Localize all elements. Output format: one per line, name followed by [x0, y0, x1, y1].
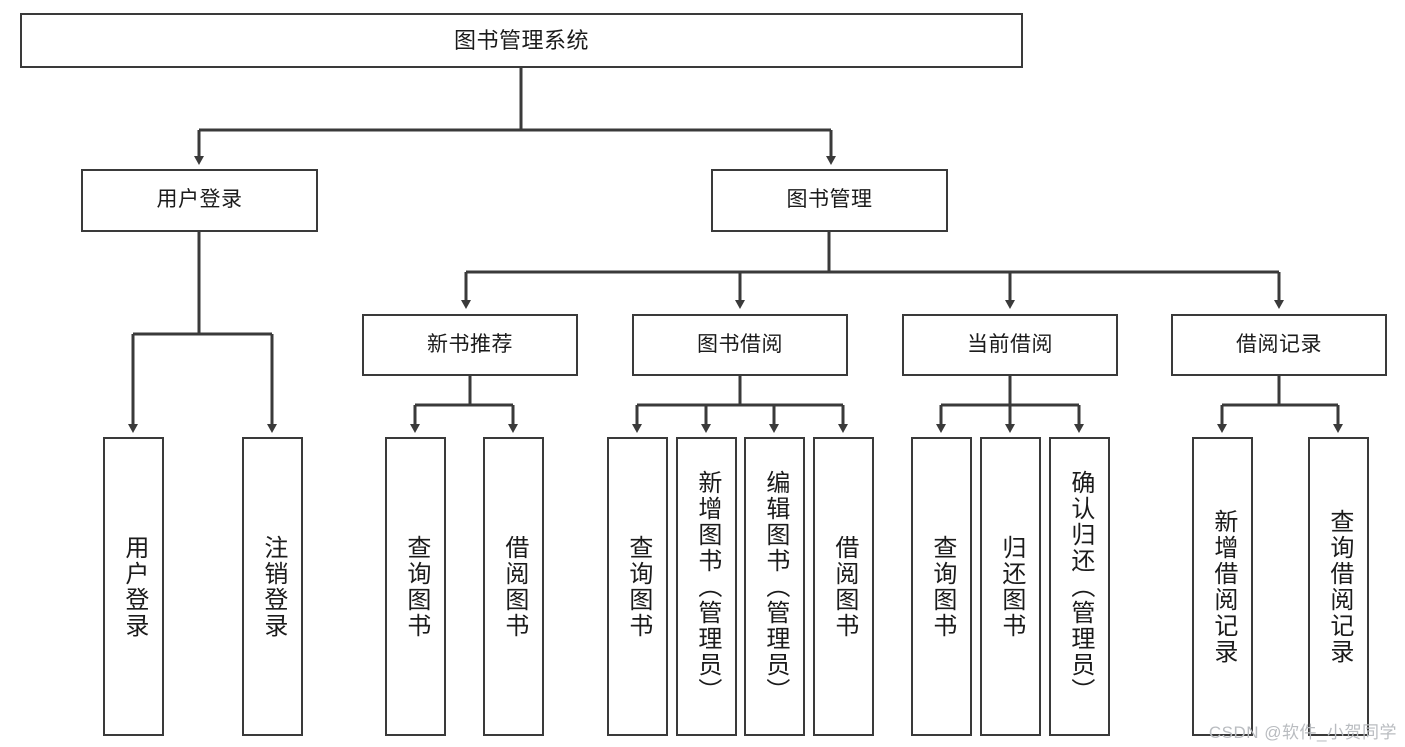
leaf-current-return-book[interactable]: 归还图书 — [980, 437, 1041, 736]
leaf-record-add-record[interactable]: 新增借阅记录 — [1192, 437, 1253, 736]
node-label: 图书借阅 — [697, 332, 783, 356]
node-label: 新书推荐 — [427, 332, 513, 356]
node-label: 注销登录 — [259, 534, 287, 639]
node-label: 当前借阅 — [967, 332, 1053, 356]
node-label: 新增图书（管理员） — [693, 469, 721, 704]
node-label: 图书管理系统 — [453, 27, 589, 53]
node-label: 查询图书 — [624, 534, 652, 639]
leaf-user-login[interactable]: 用户登录 — [103, 437, 164, 736]
node-label: 图书管理 — [786, 188, 873, 212]
leaf-borrow-add-book-admin[interactable]: 新增图书（管理员） — [676, 437, 737, 736]
leaf-recommend-borrow-book[interactable]: 借阅图书 — [483, 437, 544, 736]
leaf-current-confirm-return-admin[interactable]: 确认归还（管理员） — [1049, 437, 1110, 736]
node-label: 编辑图书（管理员） — [761, 469, 789, 704]
node-current-borrow[interactable]: 当前借阅 — [902, 314, 1118, 376]
node-label: 用户登录 — [120, 534, 148, 639]
leaf-borrow-edit-book-admin[interactable]: 编辑图书（管理员） — [744, 437, 805, 736]
node-borrow-record[interactable]: 借阅记录 — [1171, 314, 1387, 376]
csdn-watermark: CSDN @软件_小贺同学 — [1208, 723, 1397, 742]
node-label: 确认归还（管理员） — [1066, 469, 1094, 704]
node-label: 查询图书 — [402, 534, 430, 639]
leaf-borrow-borrow-book[interactable]: 借阅图书 — [813, 437, 874, 736]
leaf-current-query-book[interactable]: 查询图书 — [911, 437, 972, 736]
node-book-management[interactable]: 图书管理 — [711, 169, 948, 232]
node-user-login[interactable]: 用户登录 — [81, 169, 318, 232]
node-label: 用户登录 — [156, 188, 243, 212]
node-label: 新增借阅记录 — [1209, 508, 1237, 665]
leaf-user-logout[interactable]: 注销登录 — [242, 437, 303, 736]
leaf-record-query-record[interactable]: 查询借阅记录 — [1308, 437, 1369, 736]
node-label: 查询图书 — [928, 534, 956, 639]
node-label: 借阅图书 — [830, 534, 858, 639]
leaf-recommend-query-book[interactable]: 查询图书 — [385, 437, 446, 736]
node-label: 借阅记录 — [1236, 332, 1322, 356]
node-label: 查询借阅记录 — [1325, 508, 1353, 665]
node-new-book-recommend[interactable]: 新书推荐 — [362, 314, 578, 376]
node-label: 借阅图书 — [500, 534, 528, 639]
node-root-system[interactable]: 图书管理系统 — [20, 13, 1023, 68]
leaf-borrow-query-book[interactable]: 查询图书 — [607, 437, 668, 736]
node-label: 归还图书 — [997, 534, 1025, 639]
node-book-borrow[interactable]: 图书借阅 — [632, 314, 848, 376]
